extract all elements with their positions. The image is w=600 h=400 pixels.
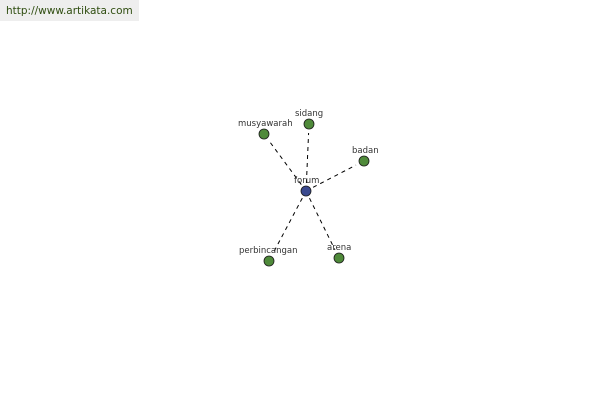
node-label-perbincangan[interactable]: perbincangan: [239, 246, 298, 256]
node-label-musyawarah[interactable]: musyawarah: [238, 119, 293, 129]
node-perbincangan[interactable]: [263, 255, 275, 267]
node-label-forum[interactable]: forum: [294, 176, 319, 186]
node-arena[interactable]: [333, 252, 345, 264]
site-url-text: http://www.artikata.com: [6, 5, 133, 17]
node-badan[interactable]: [358, 155, 370, 167]
node-label-badan[interactable]: badan: [352, 146, 379, 156]
node-label-arena[interactable]: arena: [327, 243, 351, 253]
site-url-banner: http://www.artikata.com: [0, 0, 139, 21]
edge-forum-musyawarah: [268, 140, 302, 185]
edge-forum-arena: [309, 197, 336, 251]
node-musyawarah[interactable]: [258, 128, 270, 140]
node-sidang[interactable]: [303, 118, 315, 130]
edge-forum-perbincangan: [272, 197, 303, 254]
node-forum[interactable]: [300, 185, 312, 197]
edges: [268, 132, 357, 254]
edge-forum-badan: [312, 164, 357, 188]
edge-forum-sidang: [305, 132, 310, 184]
node-label-sidang[interactable]: sidang: [295, 109, 323, 119]
nodes: [258, 118, 370, 267]
